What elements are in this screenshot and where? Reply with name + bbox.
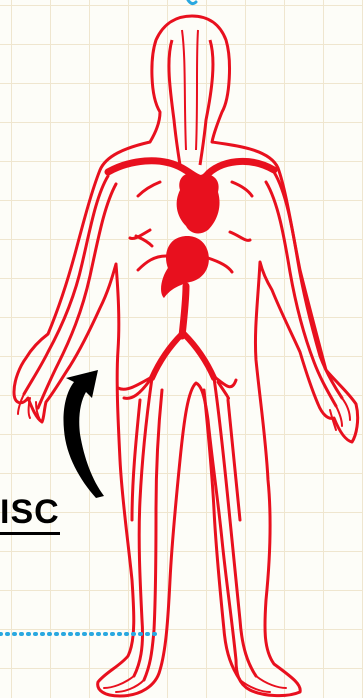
pelvic-branches [118,378,236,398]
carotid-left [169,40,180,165]
left-arm-vessels [24,176,116,408]
heart-icon [177,174,220,234]
isc-label: ISC [0,493,60,535]
curved-arrow-icon [63,370,104,498]
descending-aorta [182,286,186,336]
carotid-right [200,40,213,165]
top-dash-mark [188,0,196,4]
right-leg-vessels [204,378,256,680]
jugular-inner [182,30,198,150]
iliac-arteries [152,334,214,378]
right-arm-vessels [266,172,342,406]
left-foot-vessels [104,676,144,692]
